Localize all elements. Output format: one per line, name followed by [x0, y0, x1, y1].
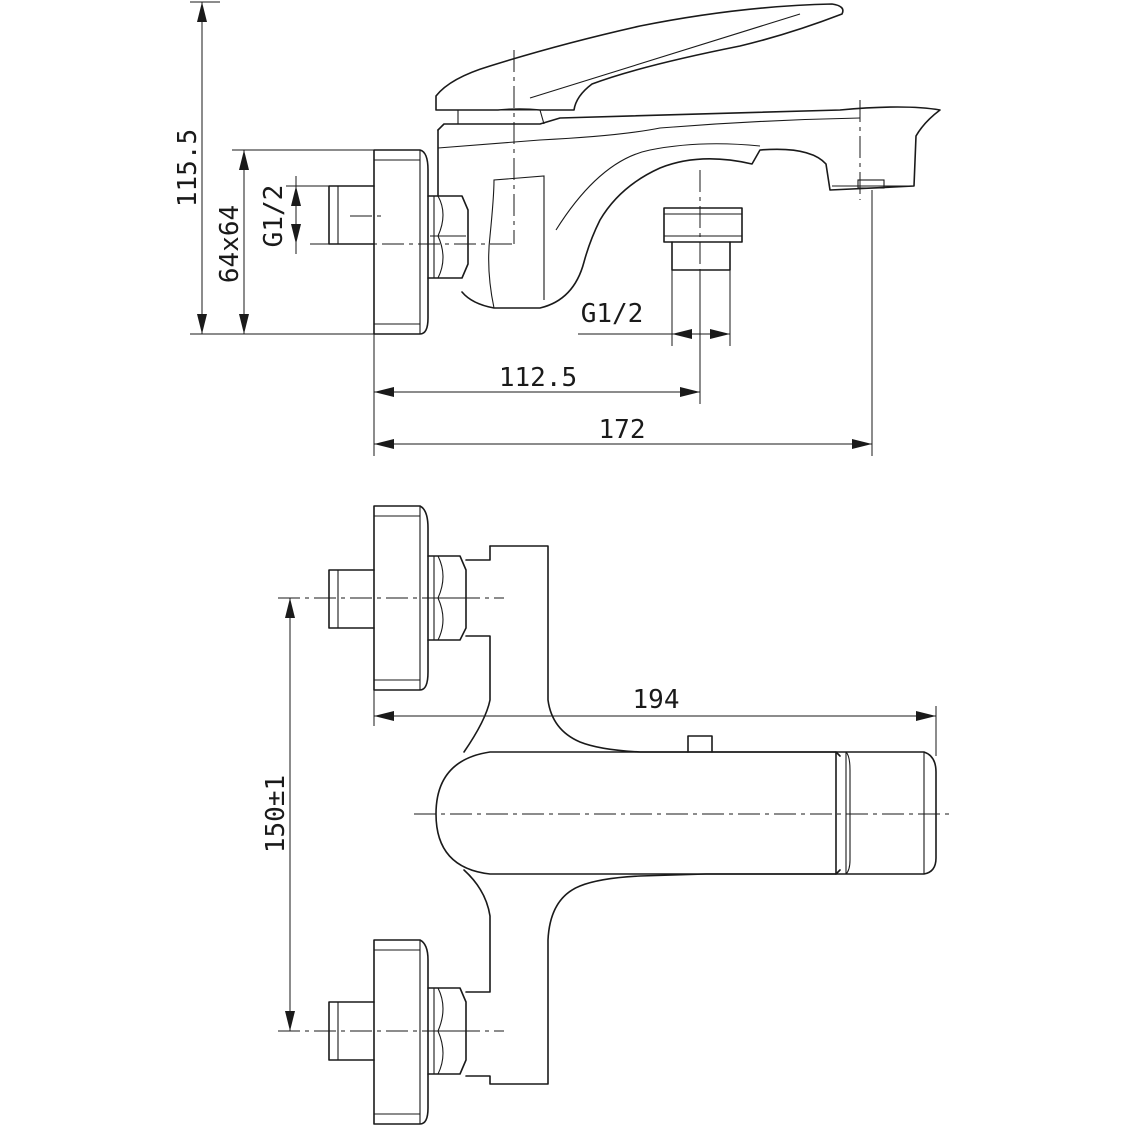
dim-outlet-thread: G1/2 [578, 270, 731, 346]
top-lower-flange [373, 939, 429, 1125]
dim-outlet-distance: 112.5 [373, 272, 701, 456]
side-outlet-connector [663, 207, 743, 271]
dim-inlet-thread: G1/2 [259, 176, 329, 254]
dim-height-total: 115.5 [173, 1, 374, 335]
dim-spout-length: 194 [373, 685, 937, 756]
side-lever-handle [435, 3, 844, 125]
top-mixer-body [463, 545, 841, 1085]
top-upper-flange [373, 505, 429, 691]
dim-label-flange-size: 64x64 [215, 205, 245, 283]
dim-spout-projection: 172 [374, 190, 873, 456]
dim-label-outlet-distance: 112.5 [499, 363, 577, 393]
side-inlet-pipe [328, 185, 375, 245]
dim-label-inlet-thread: G1/2 [259, 185, 289, 248]
side-wall-flange [373, 149, 429, 335]
dim-label-outlet-thread: G1/2 [581, 299, 644, 329]
dim-label-spout-projection: 172 [599, 415, 646, 445]
dim-label-height-total: 115.5 [173, 129, 203, 207]
dim-inlet-spacing: 150±1 [261, 598, 295, 1031]
side-view: 115.5 64x64 G1/2 G1/2 [173, 1, 941, 456]
top-spout [435, 751, 937, 875]
top-diverter-stub [687, 735, 713, 753]
dim-label-spout-length: 194 [633, 685, 680, 715]
dim-label-inlet-spacing: 150±1 [261, 775, 291, 853]
top-upper-inlet-pipe [328, 569, 375, 629]
side-body-spout [437, 106, 941, 309]
side-hex-nut [427, 195, 469, 279]
top-view: 194 150±1 [261, 505, 954, 1125]
dim-flange-size: 64x64 [215, 149, 374, 334]
